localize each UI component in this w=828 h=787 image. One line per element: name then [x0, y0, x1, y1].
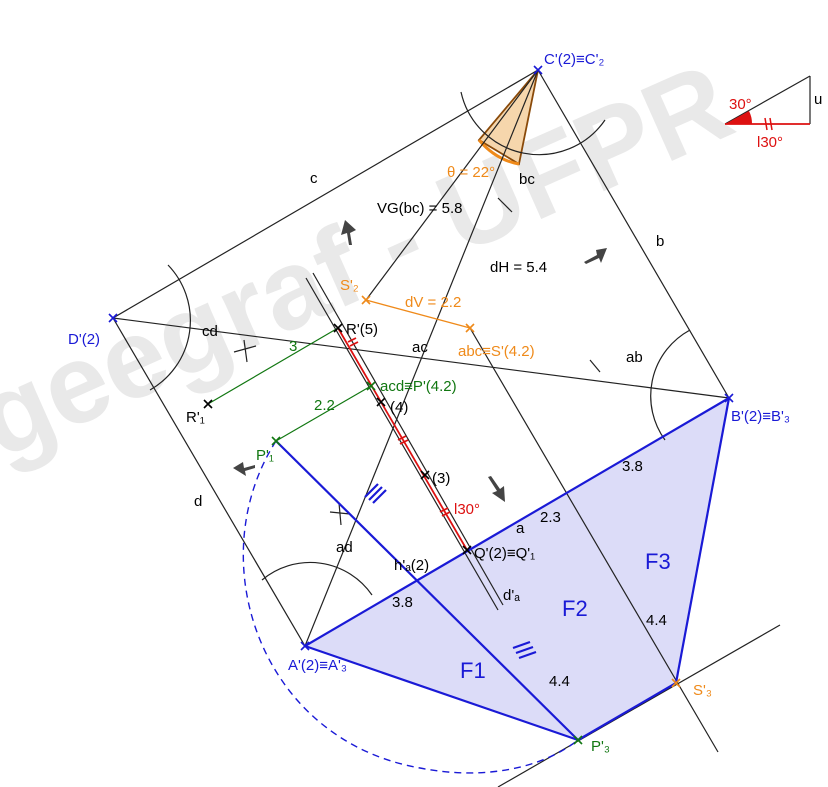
inset-u-label: u: [814, 91, 822, 108]
label-edge-ad: ad: [336, 539, 353, 556]
arc-a: [261, 561, 373, 596]
theta-arc: [477, 139, 520, 166]
label-4-4-bottom: 4.4: [549, 673, 570, 690]
face-F2: F2: [562, 596, 588, 621]
green-R1-R: [207, 327, 339, 405]
label-P1: P'₁: [256, 447, 274, 464]
arc-b: [650, 329, 691, 441]
label-4: (4): [390, 399, 408, 416]
green-lines: [207, 327, 372, 442]
face-F3: F3: [645, 549, 671, 574]
label-dh: dH = 5.4: [490, 259, 547, 276]
blue-P1-P3: [275, 440, 579, 741]
label-C: C'(2)≡C'₂: [544, 51, 604, 68]
label-theta: θ = 22°: [447, 164, 495, 181]
blue-edges: [242, 397, 731, 774]
inset-angle-label: 30°: [729, 96, 752, 113]
label-edge-ab: ab: [626, 349, 643, 366]
label-edge-c: c: [310, 170, 318, 187]
red-hinge: [337, 327, 468, 551]
blue-A-P3: [304, 644, 579, 742]
label-R1: R'₁: [186, 409, 205, 426]
bottom-line: [497, 624, 781, 787]
label-R: R'(5): [346, 321, 378, 338]
label-ha: h'ₐ(2): [394, 557, 429, 574]
label-edge-b: b: [656, 233, 664, 250]
green-P1-P: [275, 385, 372, 442]
label-2-3: 2.3: [540, 509, 561, 526]
label-D: D'(2): [68, 331, 100, 348]
blue-fold-arc: [242, 440, 579, 774]
label-A: A'(2)≡A'₃: [288, 657, 347, 674]
label-dv: dV = 2.2: [405, 294, 461, 311]
label-edge-cd: cd: [202, 323, 218, 340]
label-3-8-top: 3.8: [622, 458, 643, 475]
label-Q: Q'(2)≡Q'₁: [474, 545, 535, 562]
label-edge-a: a: [516, 520, 525, 537]
label-vg: VG(bc) = 5.8: [377, 200, 462, 217]
orange-dv-line: [365, 299, 471, 329]
edge-c: [112, 69, 539, 319]
label-S: abc≡S'(4.2): [458, 343, 535, 360]
blue-A-B: [304, 397, 730, 647]
label-3: (3): [432, 470, 450, 487]
label-S3: S'₃: [693, 682, 712, 699]
label-edge-bc: bc: [519, 171, 535, 188]
label-B: B'(2)≡B'₃: [731, 408, 790, 425]
blue-P3-S3: [577, 682, 677, 741]
label-l30: l30°: [454, 501, 480, 518]
label-edge-d: d: [194, 493, 202, 510]
label-4-4-right: 4.4: [646, 612, 667, 629]
label-2-2: 2.2: [314, 397, 335, 414]
label-3: 3: [289, 338, 297, 355]
edge-vg: [365, 69, 539, 301]
edge-bc-ad: [304, 69, 539, 647]
label-P: acd≡P'(4.2): [380, 378, 457, 395]
label-S2: S'₂: [340, 277, 359, 294]
edge-b: [537, 69, 730, 399]
label-3-8-left: 3.8: [392, 594, 413, 611]
point-markers: [108, 65, 734, 745]
label-P3: P'₃: [591, 738, 610, 755]
inset-l-label: l30°: [757, 134, 783, 151]
label-edge-ac: ac: [412, 339, 428, 356]
arrows: [233, 220, 607, 502]
arc-d: [149, 264, 191, 391]
faces-shading: [305, 398, 729, 740]
edge-d: [112, 317, 306, 647]
watermark: geegraf - UFPR: [0, 39, 749, 482]
face-F1: F1: [460, 658, 486, 683]
arc-c: [460, 91, 606, 156]
label-da: d'ₐ: [503, 587, 520, 604]
blue-S3-B: [674, 397, 731, 684]
inset-construction: 30° u l30°: [724, 75, 822, 151]
